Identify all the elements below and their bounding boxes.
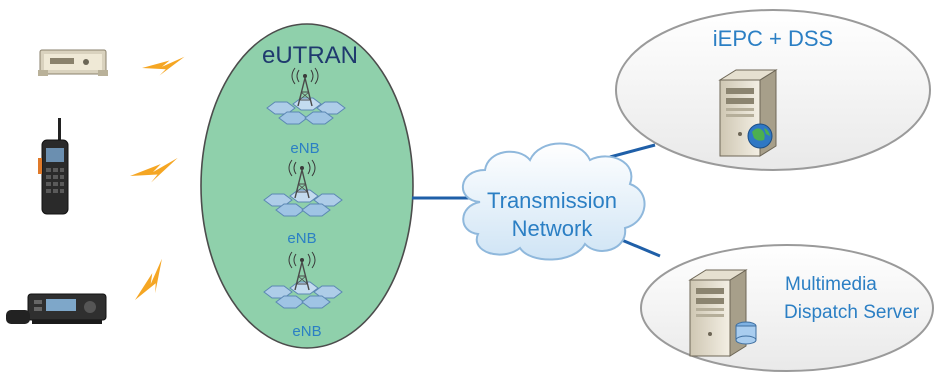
- cloud-label-line1: Transmission: [487, 188, 617, 213]
- cloud-label-line2: Network: [512, 216, 594, 241]
- iepc-dss-node: iEPC + DSS: [615, 9, 931, 171]
- link-cloud-to-mds: [616, 236, 661, 258]
- handheld-radio-icon: [38, 118, 69, 215]
- dispatch-console-icon: [6, 293, 107, 324]
- multimedia-dispatch-server-node: Multimedia Dispatch Server: [640, 244, 934, 372]
- vehicle-terminal-device-icon: [38, 49, 108, 76]
- eutran-region: [200, 23, 414, 349]
- server-database-icon: [689, 269, 757, 357]
- wireless-link-icon: [126, 258, 176, 307]
- wireless-link-icon: [128, 157, 180, 185]
- wireless-link-icon: [142, 56, 185, 76]
- link-cloud-to-iepc: [609, 143, 656, 159]
- enb-label: eNB: [292, 323, 321, 340]
- server-globe-icon: [719, 69, 777, 157]
- enb-label: eNB: [290, 140, 319, 157]
- transmission-network-cloud: Transmission Network: [462, 142, 646, 261]
- eutran-title: eUTRAN: [262, 42, 358, 69]
- mds-title-line2: Dispatch Server: [784, 302, 920, 323]
- iepc-dss-title: iEPC + DSS: [713, 26, 833, 51]
- mds-title-line1: Multimedia: [785, 274, 877, 295]
- enb-label: eNB: [287, 230, 316, 247]
